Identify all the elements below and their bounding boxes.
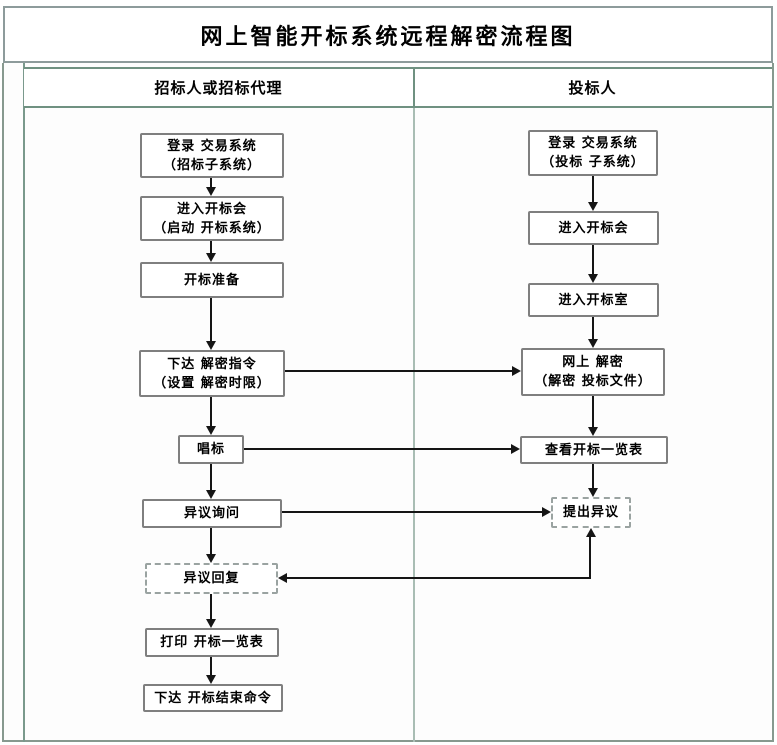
node-online-decrypt: 网上 解密 （解密 投标文件）	[521, 348, 665, 396]
lane-header-tenderer: 招标人或招标代理	[154, 79, 283, 97]
arrow-line	[592, 464, 594, 488]
arrowhead-down-icon	[206, 253, 216, 262]
lane-header-bidder: 投标人	[568, 79, 617, 97]
node-label: 异议回复	[183, 571, 240, 586]
arrowhead-down-icon	[588, 274, 598, 283]
node-label: （解密 投标文件）	[534, 374, 652, 389]
arrowhead-right-icon	[511, 444, 520, 454]
node-label: 网上 解密	[562, 355, 624, 370]
node-label: 唱标	[196, 442, 225, 457]
arrowhead-down-icon	[206, 426, 216, 435]
arrow-line	[592, 245, 594, 274]
node-label: （招标子系统）	[162, 157, 261, 173]
left-strip-divider	[23, 63, 25, 742]
arrow-line-read-bids	[244, 448, 511, 450]
title-bar: 网上智能开标系统远程解密流程图	[3, 6, 773, 63]
arrowhead-down-icon	[588, 339, 598, 348]
node-enter-opening-room: 进入开标室	[528, 283, 659, 317]
node-label: （投标 子系统）	[541, 155, 645, 170]
arrow-line	[592, 317, 594, 339]
arrow-line	[210, 528, 212, 554]
arrow-line-objection-return	[589, 537, 591, 578]
node-label: 开标准备	[183, 272, 240, 288]
arrowhead-down-icon	[206, 554, 216, 563]
arrowhead-down-icon	[588, 202, 598, 211]
arrow-line	[592, 396, 594, 427]
node-issue-decrypt-command: 下达 解密指令 （设置 解密时限）	[139, 350, 285, 397]
lane-divider	[413, 108, 415, 742]
node-login-trading-tender: 登录 交易系统 （招标子系统）	[140, 133, 284, 178]
arrow-line	[592, 176, 594, 202]
node-login-trading-bidder: 登录 交易系统 （投标 子系统）	[528, 130, 658, 176]
node-label: 登录 交易系统	[167, 138, 257, 154]
node-label: 进入开标会	[558, 220, 629, 236]
table-frame	[2, 63, 774, 742]
node-label: 下达 开标结束命令	[154, 690, 272, 706]
arrow-line-decrypt-command	[285, 370, 512, 372]
node-label: 进入开标室	[558, 292, 629, 308]
arrowhead-down-icon	[206, 490, 216, 499]
node-label: （启动 开标系统）	[153, 220, 271, 236]
arrow-line-objection-return	[287, 577, 591, 579]
arrow-line	[210, 594, 212, 619]
arrowhead-down-icon	[206, 619, 216, 628]
arrow-line	[210, 657, 212, 675]
node-enter-meeting-left: 进入开标会 （启动 开标系统）	[140, 196, 284, 241]
node-label: 进入开标会	[176, 201, 247, 217]
page-title: 网上智能开标系统远程解密流程图	[200, 24, 576, 50]
node-label: 打印 开标一览表	[160, 635, 264, 650]
node-print-bid-summary: 打印 开标一览表	[145, 628, 279, 657]
node-label: 提出异议	[562, 505, 619, 520]
node-label: 登录 交易系统	[548, 136, 638, 151]
node-read-bids: 唱标	[178, 435, 244, 464]
arrowhead-left-icon	[278, 573, 287, 583]
node-bid-opening-prep: 开标准备	[140, 262, 284, 298]
arrow-line	[210, 241, 212, 254]
arrow-line-objection-inquiry	[282, 511, 542, 513]
arrow-line	[210, 464, 212, 490]
arrow-line	[210, 397, 212, 426]
arrowhead-down-icon	[206, 341, 216, 350]
node-view-bid-summary: 查看开标一览表	[520, 436, 668, 464]
arrowhead-down-icon	[588, 427, 598, 436]
lane-divider-header	[413, 67, 415, 108]
node-label: 下达 解密指令	[167, 356, 257, 372]
arrow-line	[210, 178, 212, 188]
arrowhead-down-icon	[206, 675, 216, 684]
arrowhead-right-icon	[512, 366, 521, 376]
node-label: 查看开标一览表	[544, 442, 643, 458]
node-label: 异议询问	[183, 506, 240, 521]
node-enter-meeting-right: 进入开标会	[528, 211, 659, 245]
node-objection-reply: 异议回复	[145, 563, 278, 594]
arrowhead-right-icon	[542, 507, 551, 517]
arrow-line	[210, 298, 212, 341]
lane-header-band: 招标人或招标代理 投标人	[24, 67, 772, 108]
node-objection-inquiry: 异议询问	[142, 499, 282, 528]
arrowhead-up-icon	[586, 528, 596, 537]
node-raise-objection: 提出异议	[551, 497, 631, 528]
node-end-bid-opening: 下达 开标结束命令	[143, 684, 283, 712]
node-label: （设置 解密时限）	[153, 375, 271, 391]
arrowhead-down-icon	[588, 488, 598, 497]
arrowhead-down-icon	[206, 187, 216, 196]
